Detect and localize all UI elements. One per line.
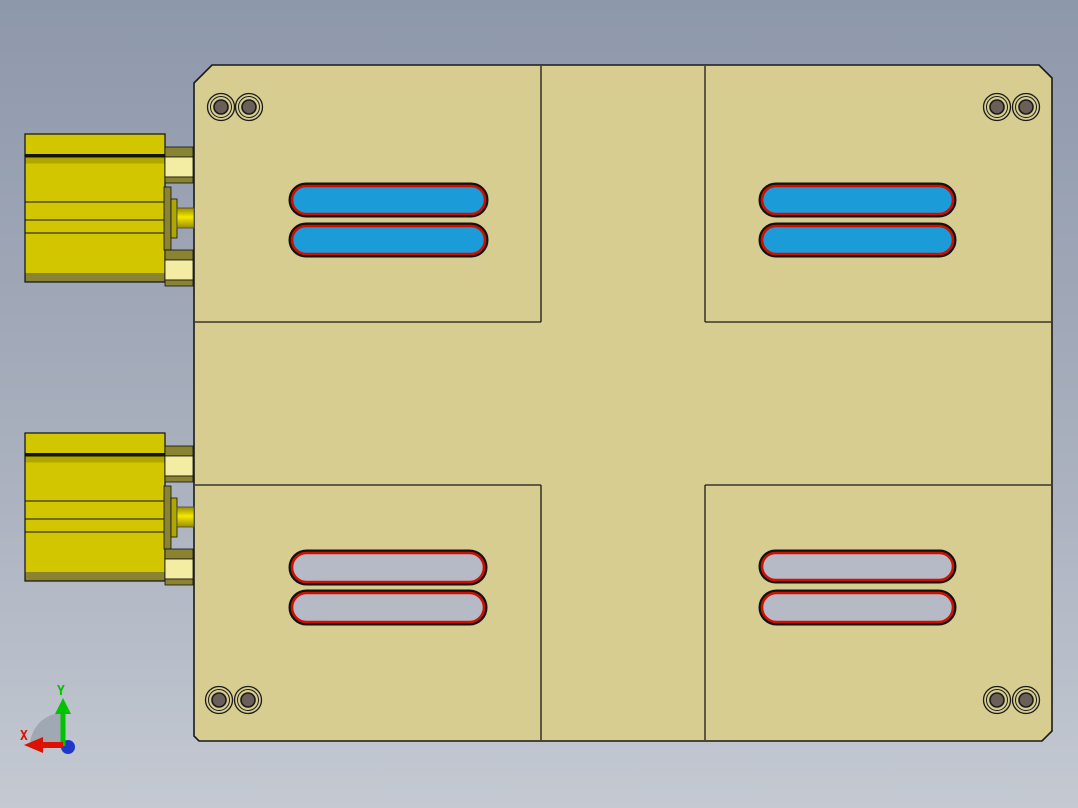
bolt-ring (238, 96, 260, 118)
slot-bottom-left-upper[interactable] (288, 549, 488, 586)
bolt-core (213, 99, 229, 115)
bolt-hole[interactable] (1011, 685, 1041, 715)
slot-bore (762, 553, 953, 580)
cylinder-body-band (25, 462, 165, 572)
slot-outline (288, 549, 488, 586)
cylinder-body-band (25, 273, 165, 282)
pneumatic-cylinder-bottom[interactable] (24, 432, 195, 586)
slot-rim (760, 591, 955, 624)
nut-facet (164, 578, 194, 586)
slot-rim (760, 224, 955, 256)
cylinder-body-band (25, 453, 165, 457)
bolt-hole[interactable] (234, 92, 264, 122)
slot-top-left-lower[interactable] (288, 222, 489, 258)
bolt-core (240, 692, 256, 708)
slot-rim (760, 184, 955, 216)
slot-outline (288, 589, 488, 626)
bolt-hole[interactable] (233, 685, 263, 715)
bolt-ring (986, 689, 1008, 711)
slot-bore (762, 226, 953, 254)
slot-bore (292, 593, 484, 622)
y-axis-label: Y (57, 684, 65, 699)
slot-rim (290, 591, 486, 624)
slot-bore (762, 186, 953, 214)
cylinder-body-band (25, 134, 165, 154)
mounting-nut (164, 146, 194, 184)
mounting-nut (164, 548, 194, 586)
slot-top-right-lower[interactable] (758, 222, 957, 258)
slot-rim (290, 184, 487, 216)
slot-top-right-upper[interactable] (758, 182, 957, 218)
bolt-hole[interactable] (982, 92, 1012, 122)
nut-facet (164, 279, 194, 287)
bolt-hole[interactable] (206, 92, 236, 122)
bolt-hole[interactable] (204, 685, 234, 715)
slot-rim (290, 224, 487, 256)
panel-bottom-left[interactable] (195, 484, 542, 740)
slot-bore (292, 186, 485, 214)
triad-plane-fan (30, 713, 63, 746)
bolt-core (241, 99, 257, 115)
panel-top-right[interactable] (704, 66, 1051, 323)
bolt-ring (208, 689, 230, 711)
cylinder-body-band (25, 157, 165, 164)
bolt-core (1018, 692, 1034, 708)
slot-outline (288, 182, 489, 218)
slot-bore (292, 226, 485, 254)
slot-rim (290, 551, 486, 584)
bolt-core (989, 99, 1005, 115)
bolt-ring (210, 96, 232, 118)
piston-rod (176, 506, 195, 528)
pneumatic-cylinder-top[interactable] (24, 133, 195, 287)
cylinder-body-band (25, 163, 165, 273)
slot-top-left-upper[interactable] (288, 182, 489, 218)
nut-facet (164, 176, 194, 184)
nut-facet (164, 475, 194, 483)
bolt-hole[interactable] (982, 685, 1012, 715)
panel-top-left[interactable] (195, 66, 542, 323)
slot-outline (758, 589, 957, 626)
bolt-core (989, 692, 1005, 708)
slot-outline (758, 549, 957, 584)
cylinder-body-band (25, 154, 165, 158)
mounting-nut (164, 249, 194, 287)
cylinder-body-band (25, 433, 165, 453)
y-axis-arrow (55, 698, 71, 746)
mounting-nut (164, 445, 194, 483)
slot-outline (288, 222, 489, 258)
bolt-ring (986, 96, 1008, 118)
bolt-hole[interactable] (1011, 92, 1041, 122)
slot-outline (758, 182, 957, 218)
bolt-core (1018, 99, 1034, 115)
x-axis-label: X (20, 729, 28, 744)
slot-bore (762, 593, 953, 622)
panel-bottom-right[interactable] (704, 484, 1051, 740)
bolt-core (211, 692, 227, 708)
piston-rod (176, 207, 195, 229)
x-axis-arrow (24, 737, 63, 753)
slot-rim (760, 551, 955, 582)
slot-bottom-right-lower[interactable] (758, 589, 957, 626)
cylinder-body-band (25, 456, 165, 463)
slot-bore (292, 553, 484, 582)
slot-outline (758, 222, 957, 258)
cylinder-body-band (25, 572, 165, 581)
bolt-ring (1015, 689, 1037, 711)
slot-bottom-right-upper[interactable] (758, 549, 957, 584)
bolt-ring (237, 689, 259, 711)
slot-bottom-left-lower[interactable] (288, 589, 488, 626)
bolt-ring (1015, 96, 1037, 118)
